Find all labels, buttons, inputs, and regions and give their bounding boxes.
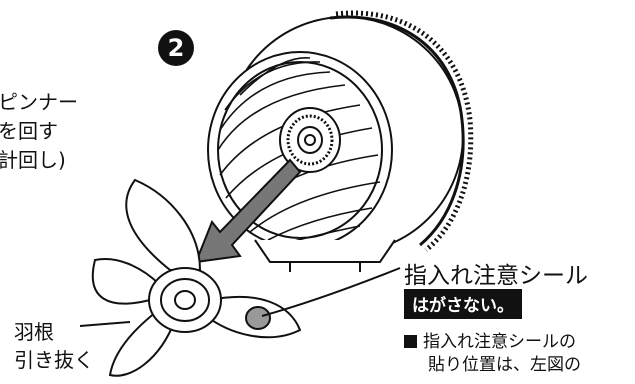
pull-arrow xyxy=(194,158,302,264)
spinner-line-1: ピンナー xyxy=(0,90,78,114)
step-number-badge: 2 xyxy=(158,30,194,66)
note-line-2: 貼り位置は、左図の xyxy=(428,355,581,375)
spinner-line-3: 計回し) xyxy=(0,148,66,172)
spinner-instruction: ピンナー を回す 計回し) xyxy=(0,88,78,175)
blade-label: 羽根 xyxy=(14,320,54,344)
spinner-line-2: を回す xyxy=(0,119,58,143)
note-line-1: 指入れ注意シールの xyxy=(423,332,576,352)
fan-blade xyxy=(91,178,302,377)
pull-out-label: 引き抜く xyxy=(14,348,94,372)
fan-stand xyxy=(254,239,396,272)
warning-badge: はがさない。 xyxy=(404,289,522,319)
leader-lines xyxy=(79,267,401,327)
spinner-hub xyxy=(279,107,341,173)
sticker-label: 指入れ注意シール xyxy=(404,263,588,289)
bullet-square-icon xyxy=(404,335,417,348)
placement-note: 指入れ注意シールの 貼り位置は、左図の xyxy=(404,331,581,377)
